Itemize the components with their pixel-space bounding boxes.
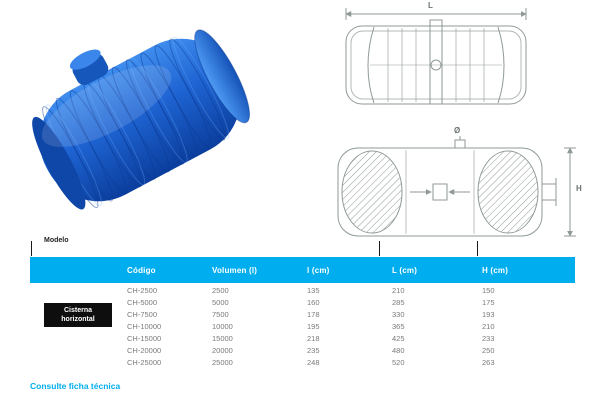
- cell-codigo: CH-7500: [127, 309, 158, 319]
- table-row: CH-2500 2500 135 210 150: [30, 285, 575, 296]
- cell-l: 248: [307, 357, 320, 367]
- height-dimension-label: H: [576, 184, 582, 193]
- diameter-dimension-label: Ø: [454, 126, 461, 135]
- cell-codigo: CH-20000: [127, 345, 162, 355]
- length-dimension-label: L: [428, 1, 433, 10]
- cell-codigo: CH-15000: [127, 333, 162, 343]
- cell-volumen: 7500: [212, 309, 229, 319]
- spec-table-body: CH-2500 2500 135 210 150 CH-5000 5000 16…: [30, 285, 575, 369]
- table-row: CH-20000 20000 235 480 250: [30, 345, 575, 356]
- cell-H: 193: [482, 309, 495, 319]
- cell-H: 233: [482, 333, 495, 343]
- cell-codigo: CH-25000: [127, 357, 162, 367]
- header-codigo: Código: [127, 265, 156, 275]
- header-H-cm: H (cm): [482, 265, 509, 275]
- cell-volumen: 25000: [212, 357, 233, 367]
- product-model-badge: Cisterna horizontal: [44, 303, 112, 327]
- table-row: CH-25000 25000 248 520 263: [30, 357, 575, 368]
- cell-L: 520: [392, 357, 405, 367]
- cell-H: 250: [482, 345, 495, 355]
- side-view-drawing: [345, 8, 527, 105]
- column-tick-H: [477, 241, 478, 256]
- cell-l: 218: [307, 333, 320, 343]
- column-tick-left: [31, 241, 32, 256]
- cell-L: 365: [392, 321, 405, 331]
- cell-volumen: 2500: [212, 285, 229, 295]
- diagram-plan-view: Ø H: [330, 126, 590, 242]
- cell-H: 210: [482, 321, 495, 331]
- cell-l: 178: [307, 309, 320, 319]
- header-volumen: Volumen (l): [212, 265, 258, 275]
- cell-codigo: CH-2500: [127, 285, 158, 295]
- cell-l: 235: [307, 345, 320, 355]
- product-name-line2: horizontal: [61, 316, 95, 323]
- cell-volumen: 10000: [212, 321, 233, 331]
- footer-note: Consulte ficha técnica: [30, 381, 121, 391]
- header-l-cm: l (cm): [307, 265, 330, 275]
- model-column-label: Modelo: [44, 237, 69, 244]
- cell-codigo: CH-10000: [127, 321, 162, 331]
- tank-illustration: [32, 29, 250, 210]
- tank-product-image: [15, 2, 265, 237]
- header-L-cm: L (cm): [392, 265, 418, 275]
- column-tick-L: [379, 241, 380, 256]
- cell-H: 263: [482, 357, 495, 367]
- cell-L: 425: [392, 333, 405, 343]
- diagram-side-view: L: [330, 1, 542, 108]
- cell-l: 195: [307, 321, 320, 331]
- cell-H: 150: [482, 285, 495, 295]
- cell-L: 480: [392, 345, 405, 355]
- plan-view-drawing: [337, 136, 576, 237]
- cell-l: 160: [307, 297, 320, 307]
- table-row: CH-7500 7500 178 330 193: [30, 309, 575, 320]
- table-row: CH-15000 15000 218 425 233: [30, 333, 575, 344]
- spec-table-header: Código Volumen (l) l (cm) L (cm) H (cm): [30, 257, 575, 283]
- cell-volumen: 5000: [212, 297, 229, 307]
- cell-L: 285: [392, 297, 405, 307]
- cell-L: 330: [392, 309, 405, 319]
- cell-l: 135: [307, 285, 320, 295]
- cell-L: 210: [392, 285, 405, 295]
- table-row: CH-5000 5000 160 285 175: [30, 297, 575, 308]
- cell-volumen: 15000: [212, 333, 233, 343]
- cell-H: 175: [482, 297, 495, 307]
- header-model-spacer: [30, 257, 115, 283]
- cell-volumen: 20000: [212, 345, 233, 355]
- cell-codigo: CH-5000: [127, 297, 158, 307]
- product-name-line1: Cisterna: [63, 306, 92, 314]
- table-row: CH-10000 10000 195 365 210: [30, 321, 575, 332]
